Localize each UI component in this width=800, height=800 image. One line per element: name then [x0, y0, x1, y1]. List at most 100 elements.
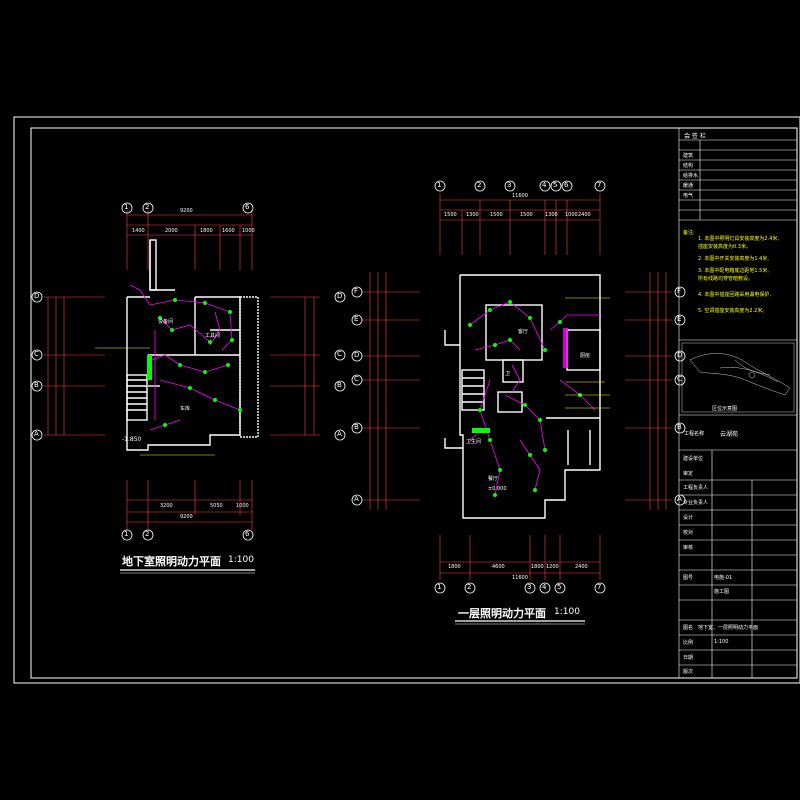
- tb-note-7: 5. 空调插座安装高度为2.2米。: [698, 308, 768, 314]
- tb-drawing-no-label: 图号: [683, 575, 694, 581]
- tb-scale-value: 1:100: [714, 639, 729, 645]
- tb-note-2: 插座安装高度为0.3米。: [698, 244, 751, 250]
- first-floor-dim-top-5: 1000: [565, 212, 578, 218]
- first-floor-axis-bottom-7: 7: [597, 583, 602, 591]
- first-floor-axis-top-6: 6: [564, 181, 569, 189]
- first-floor-axis-bottom-1: 1: [437, 583, 442, 591]
- tb-sheet-label: 图名: [683, 625, 694, 631]
- basement-axis-right-C: C: [337, 350, 342, 358]
- basement-dim-bottom-2: 1000: [236, 503, 249, 509]
- first-floor-axis-top-3: 3: [507, 181, 512, 189]
- tb-row-reviewer: 审核: [683, 545, 694, 551]
- basement-axis-left-B: B: [34, 381, 39, 389]
- first-floor-axis-left-D: D: [354, 351, 360, 359]
- basement-axis-bottom-6: 6: [245, 530, 250, 538]
- basement-axis-bottom-2: 2: [145, 530, 150, 538]
- tb-note-5: 所有线路均穿管暗敷设。: [698, 276, 754, 282]
- first-floor-dim-top-0: 1500: [444, 212, 457, 218]
- tb-row-plumbing: 给排水: [683, 173, 699, 179]
- tb-sheet-name: 地下室、一层照明动力平面: [698, 625, 759, 631]
- first-floor-axis-top-5: 5: [553, 181, 558, 189]
- tb-project-name: 云湖苑: [720, 431, 739, 438]
- first-floor-room-1: 餐厅: [488, 476, 499, 482]
- first-floor-axis-left-F: F: [354, 287, 359, 295]
- first-floor-axis-right-A: A: [677, 495, 682, 503]
- tb-row-structure: 结构: [683, 163, 694, 169]
- tb-row-discipline-lead: 专业负责人: [683, 500, 709, 506]
- first-floor-dim-bottom-0: 1800: [448, 564, 461, 570]
- tb-location-map-label: 区位示意图: [712, 406, 738, 412]
- basement-dim-top-1: 2000: [165, 228, 178, 234]
- tb-note-3: 2. 本图中开关安装高度为1.4米,: [698, 256, 769, 262]
- first-floor-axis-bubbles: [351, 180, 686, 594]
- first-floor-dim-bottom-3: 1200: [546, 564, 559, 570]
- basement-room-1: 设备间: [158, 319, 174, 325]
- tb-header: 会 签 栏: [684, 133, 706, 140]
- tb-row-scale: 比例: [683, 640, 694, 646]
- tb-notes-label: 备注:: [683, 230, 695, 236]
- basement-axis-right-D: D: [337, 292, 343, 300]
- first-floor-axis-bottom-3: 3: [527, 583, 532, 591]
- first-floor-panel-box: [472, 428, 490, 433]
- tb-note-1: 1. 本图中照明灯具安装高度为2.4米,: [698, 236, 779, 242]
- tb-project-label: 工程名称: [684, 431, 705, 437]
- tb-row-hvac: 暖通: [683, 183, 694, 189]
- first-floor-room-2: 厨房: [580, 353, 591, 359]
- tb-row-date: 日期: [683, 655, 694, 661]
- first-floor-axis-top-1: 1: [437, 181, 442, 189]
- first-floor-axis-top-7: 7: [597, 181, 602, 189]
- basement-axis-bottom-1: 1: [124, 530, 129, 538]
- first-floor-axis-right-F: F: [677, 287, 682, 295]
- basement-axis-right-B: B: [337, 381, 342, 389]
- tb-row-architecture: 建筑: [683, 153, 694, 159]
- tb-row-revision: 版次: [683, 669, 694, 675]
- first-floor-axis-left-B: B: [354, 423, 359, 431]
- first-floor-dim-bottom-2: 1800: [531, 564, 544, 570]
- tb-row-checker: 校对: [683, 530, 694, 536]
- basement-dim-top-4: 1000: [242, 228, 255, 234]
- first-floor-dim-top-3: 1500: [520, 212, 533, 218]
- first-floor-room-3: 卫: [505, 371, 511, 377]
- first-floor-axis-bottom-4: 4: [542, 583, 547, 591]
- basement-plan-title: 地下室照明动力平面: [122, 555, 221, 568]
- basement-dim-top-2: 1800: [200, 228, 213, 234]
- first-floor-dim-top-total: 11600: [512, 193, 528, 199]
- tb-row-client: 建设单位: [683, 456, 704, 462]
- first-floor-axis-bottom-2: 2: [467, 583, 472, 591]
- basement-axis-left-D: D: [34, 292, 40, 300]
- first-floor-room-4: 卫生间: [466, 439, 482, 445]
- first-floor-axis-left-A: A: [354, 495, 359, 503]
- basement-axis-left-C: C: [34, 350, 39, 358]
- basement-axis-bubbles: [31, 202, 346, 541]
- tb-phase: 施工图: [714, 589, 730, 595]
- basement-panel-box: [147, 355, 152, 380]
- first-floor-level-mark: ±0.000: [488, 486, 507, 492]
- tb-row-approved: 审定: [683, 471, 694, 477]
- first-floor-axis-right-B: B: [677, 423, 682, 431]
- first-floor-axis-right-C: C: [677, 375, 682, 383]
- outer-frame: [13, 116, 800, 684]
- first-floor-axis-top-2: 2: [477, 181, 482, 189]
- first-floor-dim-top-2: 1500: [490, 212, 503, 218]
- basement-plan-scale: 1:100: [228, 555, 254, 565]
- first-floor-dim-bottom-4: 2400: [575, 564, 588, 570]
- first-floor-axis-left-C: C: [354, 375, 359, 383]
- basement-plan: [44, 210, 320, 530]
- tb-row-electrical: 电气: [683, 193, 694, 199]
- first-floor-dim-top-1: 1300: [466, 212, 479, 218]
- basement-axis-left-A: A: [34, 430, 39, 438]
- first-floor-dim-top-6: 2400: [578, 212, 591, 218]
- tb-note-4: 3. 本图中配电箱底边距地1.5米,: [698, 268, 769, 274]
- basement-axis-top-6: 6: [245, 203, 250, 211]
- basement-dim-top-total: 9200: [180, 208, 193, 214]
- first-floor-plan-title: 一层照明动力平面: [458, 607, 546, 620]
- first-floor-plan-scale: 1:100: [554, 607, 580, 617]
- first-floor-axis-top-4: 4: [542, 181, 547, 189]
- basement-room-0: 车库: [180, 406, 191, 412]
- basement-axis-right-A: A: [337, 430, 342, 438]
- first-floor-dim-bottom-1: 4600: [492, 564, 505, 570]
- tb-row-project-lead: 工程负责人: [683, 485, 709, 491]
- basement-dim-bottom-0: 3200: [160, 503, 173, 509]
- basement-dim-bottom-total: 9200: [180, 514, 193, 520]
- basement-dim-bottom-1: 5050: [210, 503, 223, 509]
